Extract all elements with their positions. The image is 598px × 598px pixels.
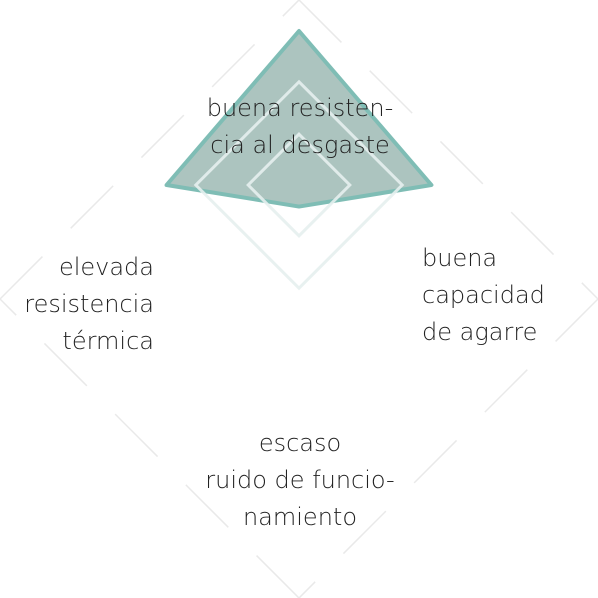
series-polygon: [164, 29, 434, 209]
outer-guide-line: [0, 298, 300, 598]
axis-label-grip: buena capacidad de agarre: [422, 244, 545, 346]
grid-ring: [193, 79, 405, 291]
grid-ring: [246, 132, 352, 238]
outer-guide-line: [298, 0, 598, 300]
axis-label-wear-resistance: buena resisten- cia al desgaste: [206, 94, 394, 159]
grid-rings: [193, 79, 405, 291]
outer-guide-line: [0, 0, 300, 300]
axis-label-noise: escaso ruido de funcio- namiento: [205, 429, 395, 531]
series-layer: [164, 29, 434, 209]
axis-label-thermal-resistance: elevada resistencia térmica: [24, 253, 154, 355]
outer-guide-line: [298, 298, 598, 598]
